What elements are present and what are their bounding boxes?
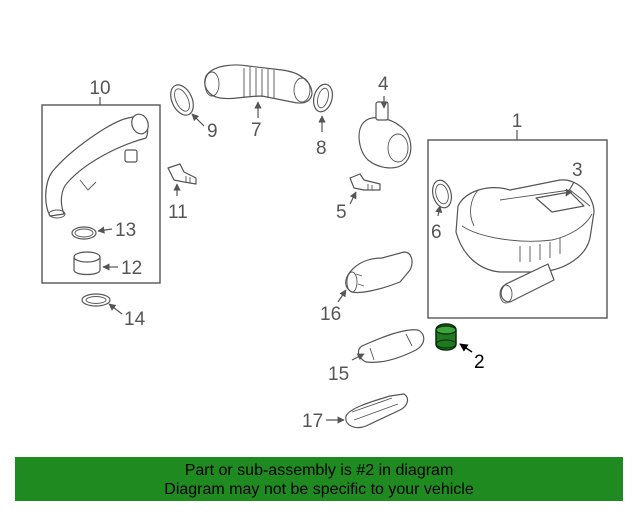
part-11[interactable]: 11 [167,163,197,223]
callout-5[interactable]: 5 [336,202,347,223]
part-15[interactable]: 15 [328,329,425,385]
part-14[interactable]: 14 [81,293,146,330]
part-5[interactable]: 5 [336,173,381,223]
bolt-part-5[interactable] [349,173,381,191]
part-8[interactable]: 8 [311,82,336,159]
callout-14[interactable]: 14 [124,309,146,330]
gasket-part-6[interactable] [430,178,455,210]
part-1-group: 1 6 3 [427,111,608,319]
part-9[interactable]: 9 [166,81,218,142]
part-4[interactable]: 4 [358,74,412,169]
air-cleaner-housing-part-1[interactable] [455,179,595,273]
part-17[interactable]: 17 [302,393,409,432]
callout-4[interactable]: 4 [378,74,389,95]
part-2[interactable]: 2 [435,323,485,373]
outlet-duct[interactable] [500,263,555,303]
callout-16[interactable]: 16 [320,304,341,325]
duct-cover-part-15[interactable] [357,329,425,363]
intake-tube-part-10[interactable] [45,115,149,217]
callout-6[interactable]: 6 [431,222,442,243]
callout-8[interactable]: 8 [316,138,327,159]
callout-3[interactable]: 3 [572,160,583,181]
clamp-part-9[interactable] [166,81,198,118]
callout-15[interactable]: 15 [328,364,349,385]
callout-10[interactable]: 10 [89,78,110,99]
bolt-part-11[interactable] [167,163,197,185]
clamp-part-8[interactable] [311,82,336,114]
parts-diagram: 10 13 12 14 9 7 [41,64,608,432]
callout-13[interactable]: 13 [115,220,136,241]
callout-11[interactable]: 11 [168,202,188,223]
part-7[interactable]: 7 [204,64,313,141]
callout-2[interactable]: 2 [474,352,485,373]
banner-line-2: Diagram may not be specific to your vehi… [164,481,474,498]
part-10-group: 10 13 12 [41,78,161,284]
info-banner: Part or sub-assembly is #2 in diagram Di… [15,457,623,501]
callout-17[interactable]: 17 [302,411,323,432]
callout-9[interactable]: 9 [207,121,218,142]
mass-airflow-sensor-part-4[interactable] [358,117,412,169]
part-16[interactable]: 16 [320,251,413,325]
callout-12[interactable]: 12 [121,258,142,279]
callout-1[interactable]: 1 [512,111,523,132]
clamp-part-14[interactable] [81,293,111,307]
bellows-hose-part-7[interactable] [204,64,313,104]
banner-line-1: Part or sub-assembly is #2 in diagram [184,462,454,479]
group-box-10 [41,104,161,284]
air-duct-part-16[interactable] [345,251,413,294]
callout-7[interactable]: 7 [251,120,262,141]
air-duct-part-17[interactable] [345,393,409,429]
